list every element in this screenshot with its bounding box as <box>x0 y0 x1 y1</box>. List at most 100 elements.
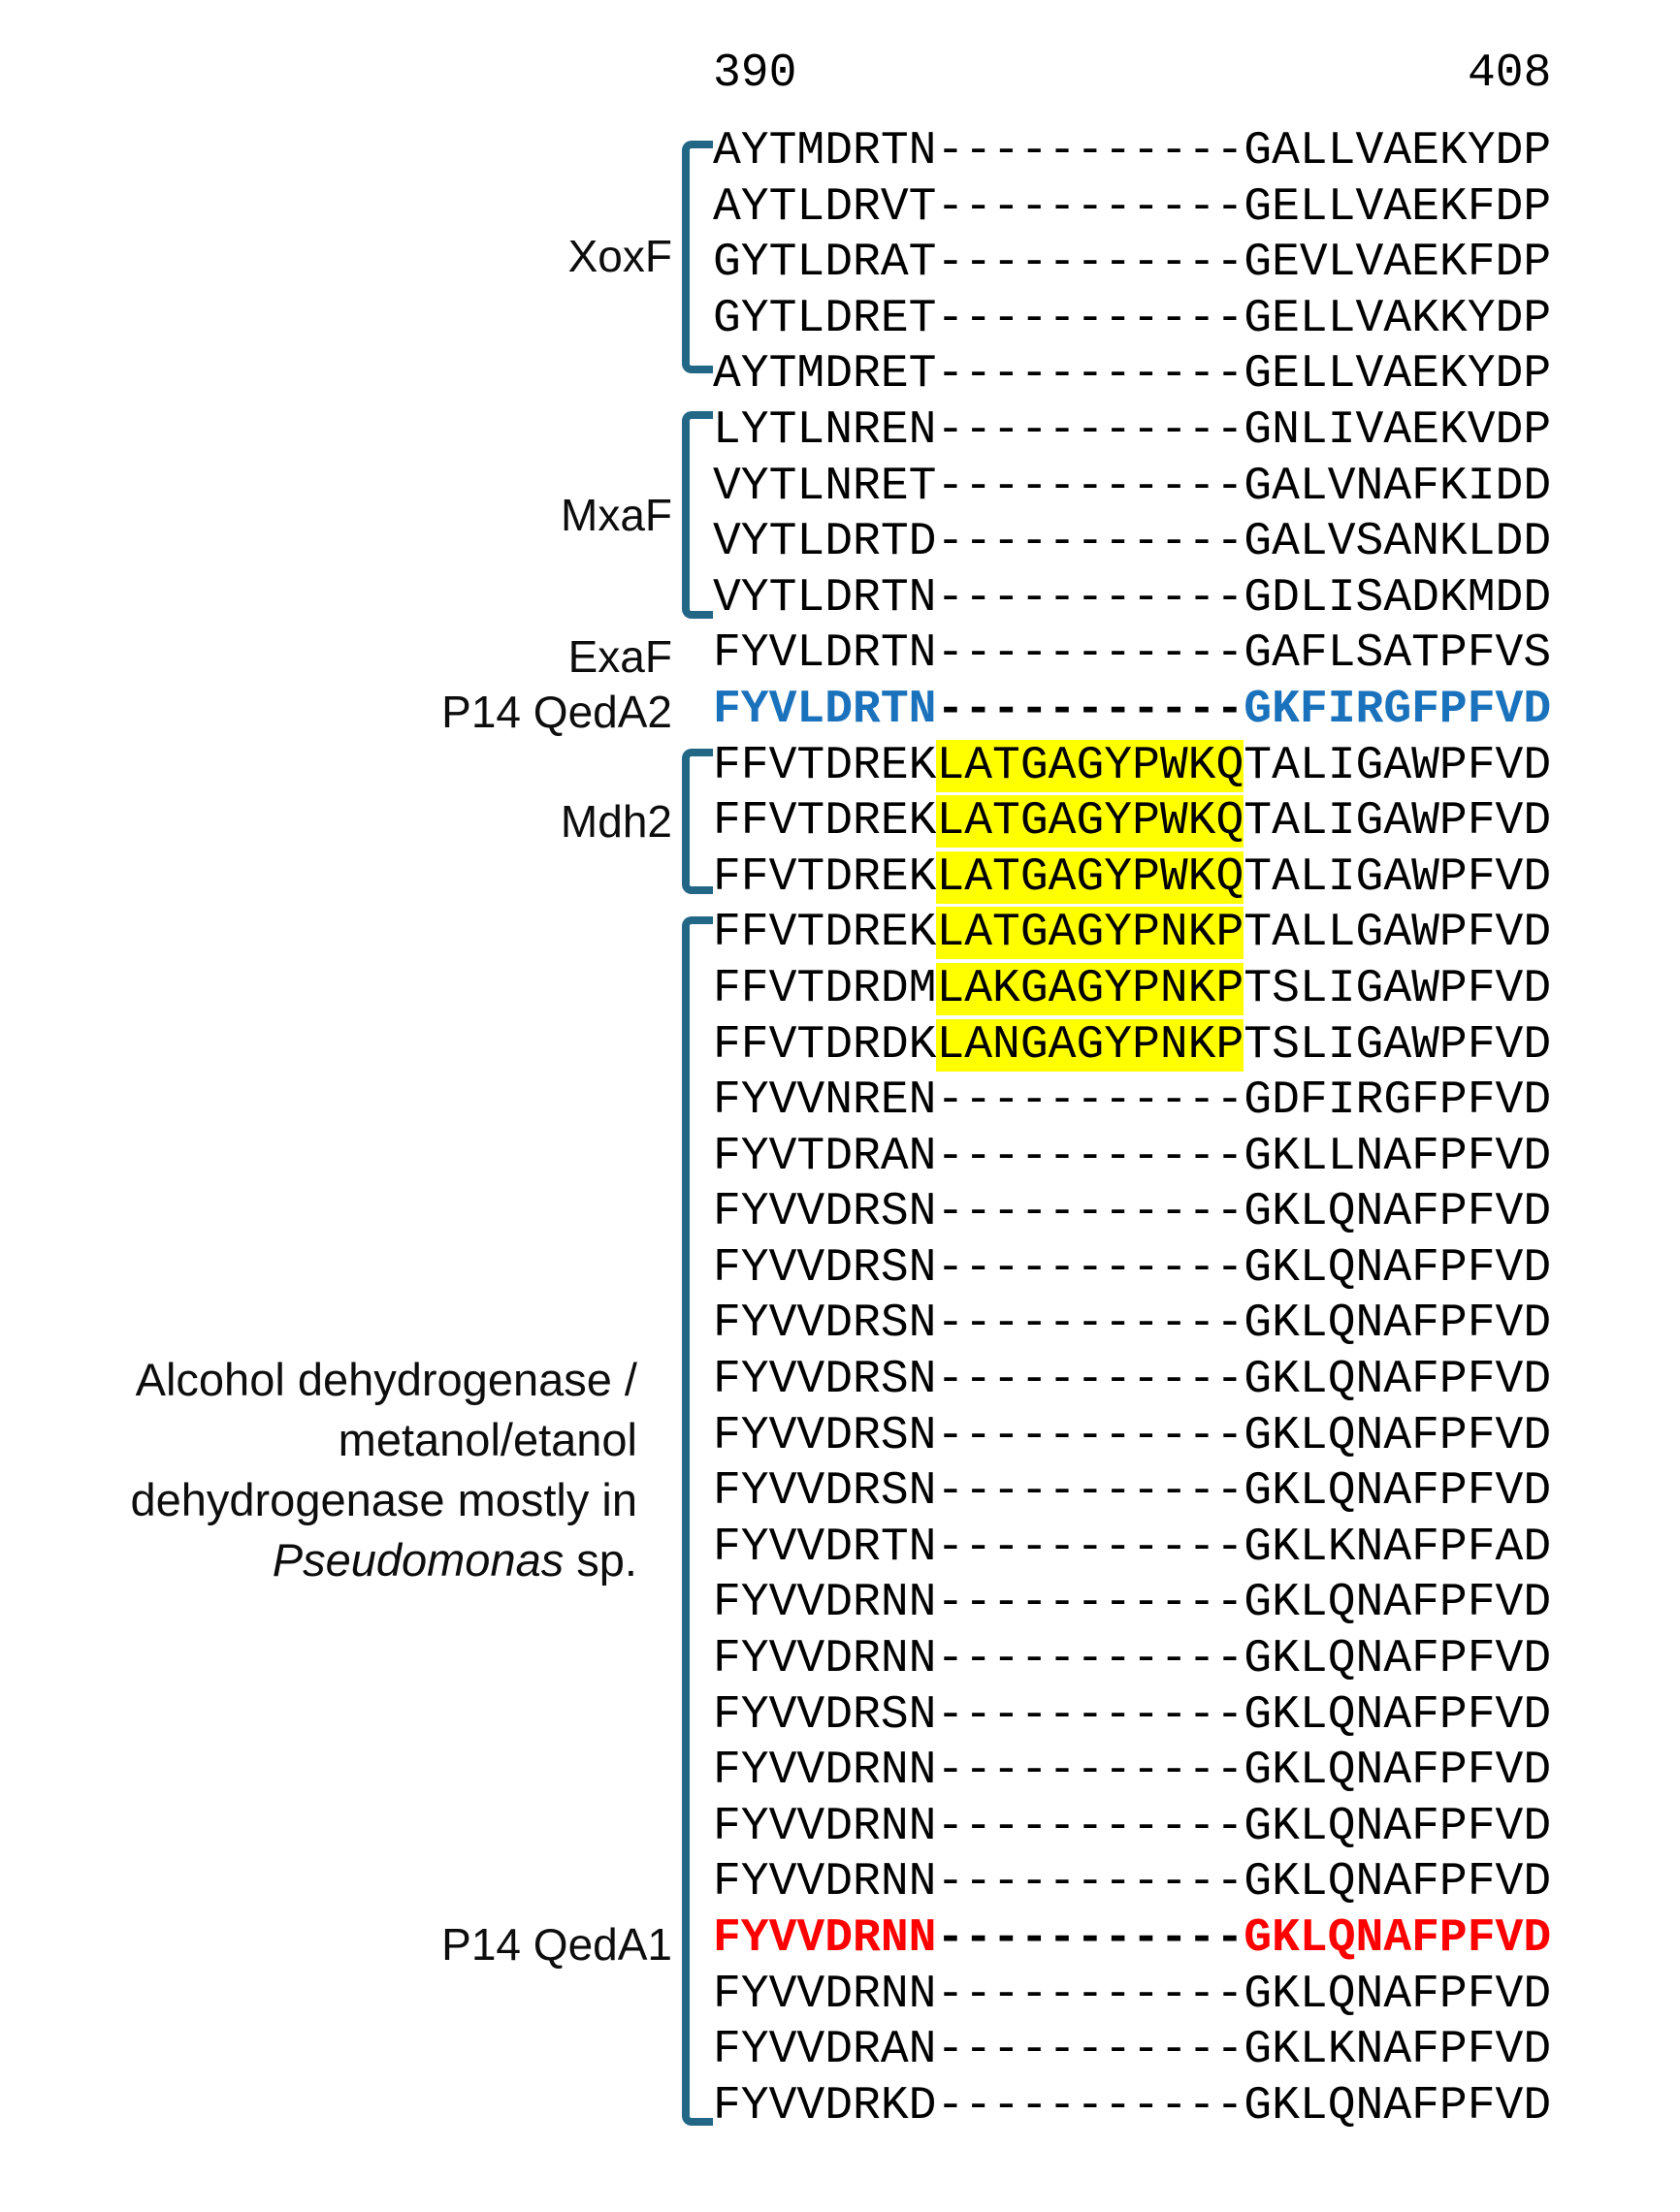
group-label-p14-qeda2: P14 QedA2 <box>441 687 672 737</box>
sequence-row: FYVLDRTN-----------GAFLSATPFVS <box>713 626 1551 683</box>
sequence-segment: FYVVDRSN <box>713 1354 937 1407</box>
sequence-segment: FYVVDRSN <box>713 1241 937 1295</box>
sequence-segment: LATGAGYPWKQ <box>936 739 1244 792</box>
sequence-row: FFVTDRDKLANGAGYPNKPTSLIGAWPFVD <box>713 1018 1551 1074</box>
sequence-segment: GKLQNAFPFVD <box>1244 1409 1552 1462</box>
group-label-line: Pseudomonas sp. <box>130 1530 637 1590</box>
sequence-segment: ----------- <box>936 1856 1244 1909</box>
sequence-segment: GYTLDRAT <box>713 237 937 290</box>
sequence-row: FYVVDRSN-----------GKLQNAFPFVD <box>713 1241 1551 1298</box>
sequence-segment: FYVLDRTN <box>713 627 937 681</box>
sequence-segment: GKLQNAFPFVD <box>1244 1856 1552 1909</box>
sequence-segment: ----------- <box>936 1074 1244 1128</box>
sequence-row: FFVTDREKLATGAGYPWKQTALIGAWPFVD <box>713 850 1551 907</box>
sequence-segment: FFVTDREK <box>713 795 937 849</box>
sequence-segment: TSLIGAWPFVD <box>1244 1018 1552 1072</box>
sequence-segment: FFVTDREK <box>713 850 937 904</box>
sequence-segment: ----------- <box>936 292 1244 345</box>
sequence-segment: ----------- <box>936 516 1244 569</box>
sequence-row: AYTMDRET-----------GELLVAEKYDP <box>713 347 1551 403</box>
sequence-segment: TALIGAWPFVD <box>1244 739 1552 792</box>
ruler-start-position: 390 <box>713 48 797 100</box>
sequence-segment: FYVVDRNN <box>713 1856 937 1909</box>
sequence-segment: VYTLNRET <box>713 460 937 513</box>
group-bracket-mxaf <box>682 411 713 619</box>
sequence-segment: FFVTDREK <box>713 739 937 792</box>
sequence-segment: FYVVDRNN <box>713 1577 937 1630</box>
sequence-segment: FYVVDRTN <box>713 1521 937 1574</box>
group-label-alcohol-dehydrogenase: Alcohol dehydrogenase / metanol/etanol d… <box>130 1350 637 1590</box>
sequence-segment: TALIGAWPFVD <box>1244 795 1552 849</box>
sequence-segment: GELLVAKKYDP <box>1244 292 1552 345</box>
sequence-segment: ----------- <box>936 1745 1244 1798</box>
sequence-row: FYVVDRNN-----------GKLQNAFPFVD <box>713 1968 1551 2024</box>
sequence-row: FYVVDRAN-----------GKLKNAFPFVD <box>713 2023 1551 2079</box>
sequence-row: FFVTDRDMLAKGAGYPNKPTSLIGAWPFVD <box>713 962 1551 1018</box>
sequence-segment: GALVSANKLDD <box>1244 516 1552 569</box>
sequence-segment: GALLVAEKYDP <box>1244 125 1552 177</box>
sequence-row: VYTLDRTD-----------GALVSANKLDD <box>713 515 1551 571</box>
sequence-segment: FYVVDRKD <box>713 2079 937 2132</box>
sequence-segment: GAFLSATPFVS <box>1244 627 1552 681</box>
sequence-row: FYVVDRKD-----------GKLQNAFPFVD <box>713 2079 1551 2135</box>
sequence-row: FYVVDRNN-----------GKLQNAFPFVD <box>713 1911 1551 1968</box>
sequence-segment: GKLQNAFPFVD <box>1244 1186 1552 1239</box>
sequence-segment: GKLKNAFPFVD <box>1244 2024 1552 2077</box>
sequence-segment: TALLGAWPFVD <box>1244 907 1552 960</box>
sequence-row: AYTMDRTN-----------GALLVAEKYDP <box>713 124 1551 180</box>
sequence-segment: ----------- <box>936 1354 1244 1407</box>
sequence-segment: VYTLDRTN <box>713 571 937 625</box>
sequence-segment: ----------- <box>936 1186 1244 1239</box>
genus-name-italic: Pseudomonas <box>272 1534 565 1586</box>
sequence-segment: GNLIVAEKVDP <box>1244 403 1552 457</box>
sequence-segment: GKLQNAFPFVD <box>1244 1912 1552 1965</box>
sequence-segment: FFVTDRDK <box>713 1018 937 1072</box>
sequence-segment: ----------- <box>936 125 1244 177</box>
sequence-segment: GKLQNAFPFVD <box>1244 1968 1552 2021</box>
sequence-segment: GELLVAEKFDP <box>1244 180 1552 234</box>
sequence-row: FFVTDREKLATGAGYPWKQTALIGAWPFVD <box>713 739 1551 795</box>
group-label-line: Alcohol dehydrogenase / <box>135 1354 637 1405</box>
sequence-segment: ----------- <box>936 571 1244 625</box>
sequence-segment: GEVLVAEKFDP <box>1244 237 1552 290</box>
sequence-segment: GDFIRGFPFVD <box>1244 1074 1552 1128</box>
sequence-segment: LATGAGYPWKQ <box>936 850 1244 904</box>
sequence-segment: LATGAGYPNKP <box>936 907 1244 960</box>
sequence-segment: ----------- <box>936 237 1244 290</box>
sequence-segment: GKLQNAFPFVD <box>1244 2079 1552 2132</box>
sequence-segment: LYTLNREN <box>713 403 937 457</box>
sequence-segment: ----------- <box>936 1577 1244 1630</box>
sequence-segment: LAKGAGYPNKP <box>936 962 1244 1015</box>
sequence-segment: ----------- <box>936 1688 1244 1742</box>
sequence-row: FYVVDRSN-----------GKLQNAFPFVD <box>713 1464 1551 1521</box>
sequence-row: FYVVDRNN-----------GKLQNAFPFVD <box>713 1744 1551 1800</box>
sequence-segment: GKLLNAFPFVD <box>1244 1130 1552 1183</box>
sequence-segment: FYVVDRNN <box>713 1968 937 2021</box>
sequence-segment: FYVVDRNN <box>713 1745 937 1798</box>
sequence-row: FYVVDRNN-----------GKLQNAFPFVD <box>713 1800 1551 1856</box>
sequence-row: FYVVDRSN-----------GKLQNAFPFVD <box>713 1409 1551 1465</box>
sequence-segment: TSLIGAWPFVD <box>1244 962 1552 1015</box>
sequence-segment: FYVVDRAN <box>713 2024 937 2077</box>
sequence-segment: FYVVDRSN <box>713 1409 937 1462</box>
sequence-row: FYVVDRNN-----------GKLQNAFPFVD <box>713 1855 1551 1911</box>
sequence-row: FYVVDRSN-----------GKLQNAFPFVD <box>713 1688 1551 1745</box>
ruler-end-position: 408 <box>1468 48 1552 100</box>
sequence-segment: ----------- <box>936 1912 1244 1965</box>
sequence-row: FYVVNREN-----------GDFIRGFPFVD <box>713 1074 1551 1130</box>
sequence-segment: GYTLDRET <box>713 292 937 345</box>
sequence-segment: ----------- <box>936 180 1244 234</box>
sequence-segment: FYVVDRNN <box>713 1633 937 1686</box>
sequence-segment: LANGAGYPNKP <box>936 1018 1244 1072</box>
sequence-row: FYVTDRAN-----------GKLLNAFPFVD <box>713 1130 1551 1186</box>
sequence-segment: GKLQNAFPFVD <box>1244 1241 1552 1295</box>
group-label-line: metanol/etanol <box>338 1414 637 1465</box>
sequence-row: VYTLDRTN-----------GDLISADKMDD <box>713 571 1551 627</box>
sequence-row: FFVTDREKLATGAGYPWKQTALIGAWPFVD <box>713 794 1551 850</box>
sequence-row: FYVVDRSN-----------GKLQNAFPFVD <box>713 1353 1551 1409</box>
sequence-segment: FYVVDRNN <box>713 1800 937 1853</box>
group-bracket-mdh2 <box>682 749 713 894</box>
sequence-segment: FYVVDRSN <box>713 1298 937 1351</box>
sequence-segment: ----------- <box>936 1800 1244 1853</box>
